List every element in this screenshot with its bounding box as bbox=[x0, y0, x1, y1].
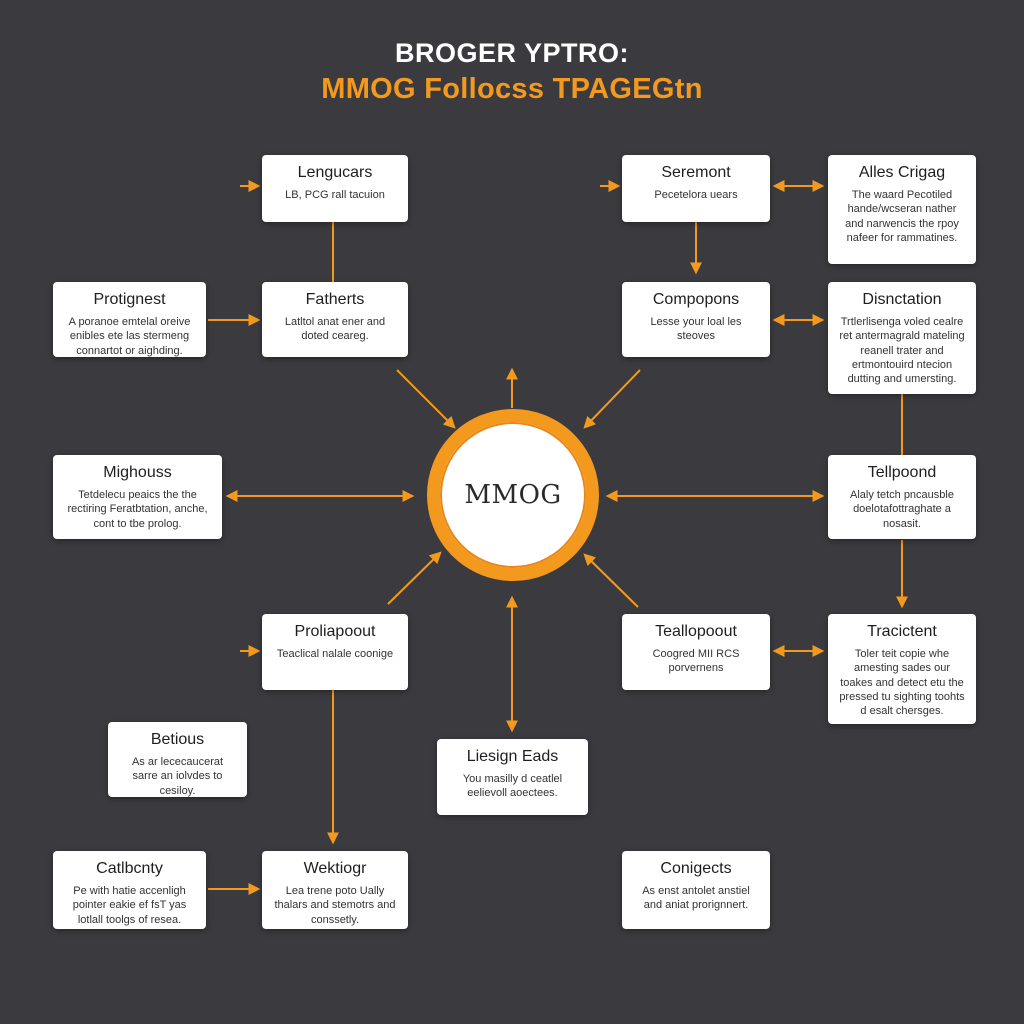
node-proliapoout[interactable]: Proliapoout Teaclical nalale coonige bbox=[262, 614, 408, 690]
connector-arrow bbox=[396, 369, 456, 429]
node-description: Tetdelecu peaics the the rectiring Ferat… bbox=[67, 489, 208, 530]
node-title: Teallopoout bbox=[655, 623, 737, 640]
node-seremont[interactable]: Seremont Pecetelora uears bbox=[622, 155, 770, 222]
node-description: Lesse your loal les steoves bbox=[650, 316, 742, 343]
node-description: You masilly d ceatlel eelievoll aoectees… bbox=[462, 773, 563, 800]
node-alles-crigag[interactable]: Alles Crigag The waard Pecotiled hande/w… bbox=[828, 155, 976, 264]
node-description: Trtlerlisenga voled cealre ret antermagr… bbox=[839, 316, 965, 386]
connector-arrow bbox=[387, 551, 442, 605]
node-description: Pecetelora uears bbox=[654, 189, 738, 202]
node-title: Mighouss bbox=[103, 464, 172, 481]
node-disnctation[interactable]: Disnctation Trtlerlisenga voled cealre r… bbox=[828, 282, 976, 394]
node-wektiogr[interactable]: Wektiogr Lea trene poto Ually thalars an… bbox=[262, 851, 408, 929]
node-compopons[interactable]: Compopons Lesse your loal les steoves bbox=[622, 282, 770, 357]
node-mighouss[interactable]: Mighouss Tetdelecu peaics the the rectir… bbox=[53, 455, 222, 539]
node-protignest[interactable]: Protignest A poranoe emtelal oreive enib… bbox=[53, 282, 206, 357]
node-tellpoond[interactable]: Tellpoond Alaly tetch pncausble doelotaf… bbox=[828, 455, 976, 539]
node-description: Latltol anat ener and doted ceareg. bbox=[284, 316, 386, 343]
node-description: Teaclical nalale coonige bbox=[276, 648, 394, 661]
node-title: Protignest bbox=[93, 291, 166, 308]
connector-arrow bbox=[583, 369, 641, 429]
diagram-subtitle: MMOG Follocss TPAGEGtn bbox=[321, 73, 703, 105]
node-title: Betious bbox=[150, 731, 205, 748]
node-description: The waard Pecotiled hande/wcseran nather… bbox=[845, 189, 959, 245]
center-node-label: MMOG bbox=[464, 480, 562, 510]
node-title: Disnctation bbox=[862, 291, 942, 308]
node-title: Tracictent bbox=[867, 623, 937, 640]
node-catlbcnty[interactable]: Catlbcnty Pe with hatie accenligh pointe… bbox=[53, 851, 206, 929]
node-title: Conigects bbox=[660, 860, 732, 877]
node-title: Fatherts bbox=[305, 291, 365, 308]
node-description: As enst antolet anstiel and aniat prorig… bbox=[642, 885, 750, 912]
node-tracictent[interactable]: Tracictent Toler teit copie whe amesting… bbox=[828, 614, 976, 724]
center-node[interactable]: MMOG bbox=[427, 409, 599, 581]
node-conigects[interactable]: Conigects As enst antolet anstiel and an… bbox=[622, 851, 770, 929]
node-title: Alles Crigag bbox=[858, 164, 946, 181]
node-description: Alaly tetch pncausble doelotafottraghate… bbox=[850, 489, 954, 530]
node-title: Seremont bbox=[661, 164, 731, 181]
node-title: Compopons bbox=[652, 291, 740, 308]
node-betious[interactable]: Betious As ar lececaucerat sarre an iolv… bbox=[108, 722, 247, 797]
node-title: Liesign Eads bbox=[466, 748, 559, 765]
node-description: Lea trene poto Ually thalars and stemotr… bbox=[274, 885, 396, 926]
node-description: A poranoe emtelal oreive enibles ete las… bbox=[68, 316, 191, 357]
node-fatherts[interactable]: Fatherts Latltol anat ener and doted cea… bbox=[262, 282, 408, 357]
node-title: Proliapoout bbox=[294, 623, 376, 640]
node-title: Tellpoond bbox=[867, 464, 937, 481]
node-description: As ar lececaucerat sarre an iolvdes to c… bbox=[131, 756, 224, 797]
node-liesign-eads[interactable]: Liesign Eads You masilly d ceatlel eelie… bbox=[437, 739, 588, 815]
node-lengucars[interactable]: Lengucars LB, PCG rall tacuion bbox=[262, 155, 408, 222]
node-description: LB, PCG rall tacuion bbox=[285, 189, 385, 202]
node-description: Coogred MII RCS porvernens bbox=[652, 648, 740, 675]
connector-arrow bbox=[583, 553, 639, 608]
diagram-title: BROGER YPTRO: bbox=[394, 38, 630, 68]
node-teallopoout[interactable]: Teallopoout Coogred MII RCS porvernens bbox=[622, 614, 770, 690]
node-description: Pe with hatie accenligh pointer eakie ef… bbox=[72, 885, 187, 926]
node-description: Toler teit copie whe amesting sades our … bbox=[839, 648, 965, 718]
node-title: Lengucars bbox=[297, 164, 373, 181]
node-title: Catlbcnty bbox=[96, 860, 163, 877]
node-title: Wektiogr bbox=[303, 860, 367, 877]
